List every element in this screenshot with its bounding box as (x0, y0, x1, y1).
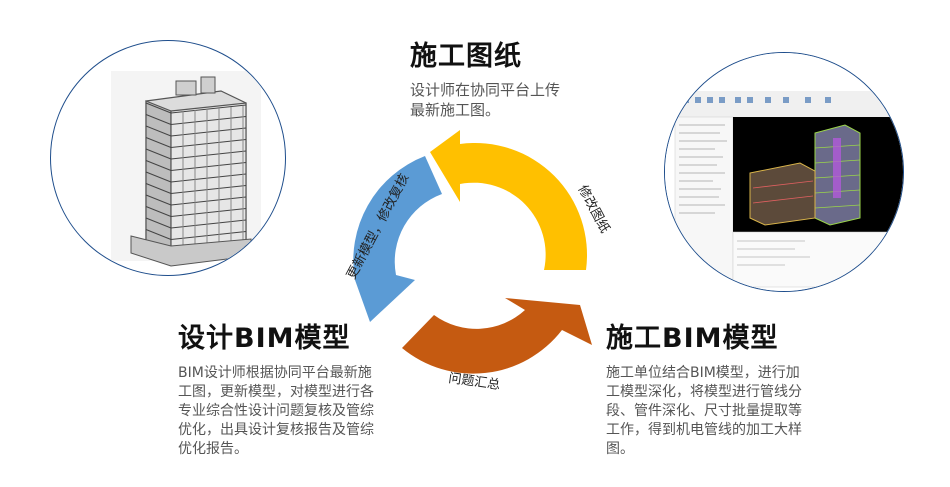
right-title: 施工BIM模型 (606, 323, 779, 354)
building-structure-image (111, 71, 261, 267)
right-description: 施工单位结合BIM模型，进行加 工模型深化，将模型进行管线分 段、管件深化、尺寸… (606, 364, 846, 459)
yellow-cycle-arrow (430, 130, 588, 270)
building-model-image-frame (50, 40, 286, 276)
right-description-line: 图。 (606, 441, 634, 457)
top-description-line: 设计师在协同平台上传 (410, 81, 561, 99)
left-description-line: 专业综合性设计问题复核及管综 (178, 403, 374, 419)
software-screenshot-frame (664, 52, 904, 292)
bim-software-screenshot (665, 53, 903, 291)
right-description-line: 工作，得到机电管线的加工大样 (606, 422, 802, 438)
right-description-line: 工模型深化，将模型进行管线分 (606, 384, 802, 400)
top-description-line: 最新施工图。 (410, 101, 501, 119)
top-description: 设计师在协同平台上传 最新施工图。 (410, 80, 610, 120)
top-title: 施工图纸 (410, 41, 522, 72)
orange-cycle-arrow (402, 298, 592, 374)
right-description-line: 段、管件深化、尺寸批量提取等 (606, 403, 802, 419)
blue-cycle-arrow (353, 156, 442, 322)
left-description-line: 优化报告。 (178, 441, 248, 457)
left-description-line: 优化，出具设计复核报告及管综 (178, 422, 374, 438)
left-description-line: BIM设计师根据协同平台最新施 (178, 365, 372, 381)
cycle-label-bottom: 问题汇总 (447, 371, 501, 393)
cycle-diagram: 更新模型，修改复核 修改图纸 问题汇总 (343, 130, 612, 393)
left-description-line: 工图，更新模型，对模型进行各 (178, 384, 374, 400)
left-title: 设计BIM模型 (178, 323, 351, 354)
right-description-line: 施工单位结合BIM模型，进行加 (606, 365, 800, 381)
left-description: BIM设计师根据协同平台最新施 工图，更新模型，对模型进行各 专业综合性设计问题… (178, 364, 418, 459)
